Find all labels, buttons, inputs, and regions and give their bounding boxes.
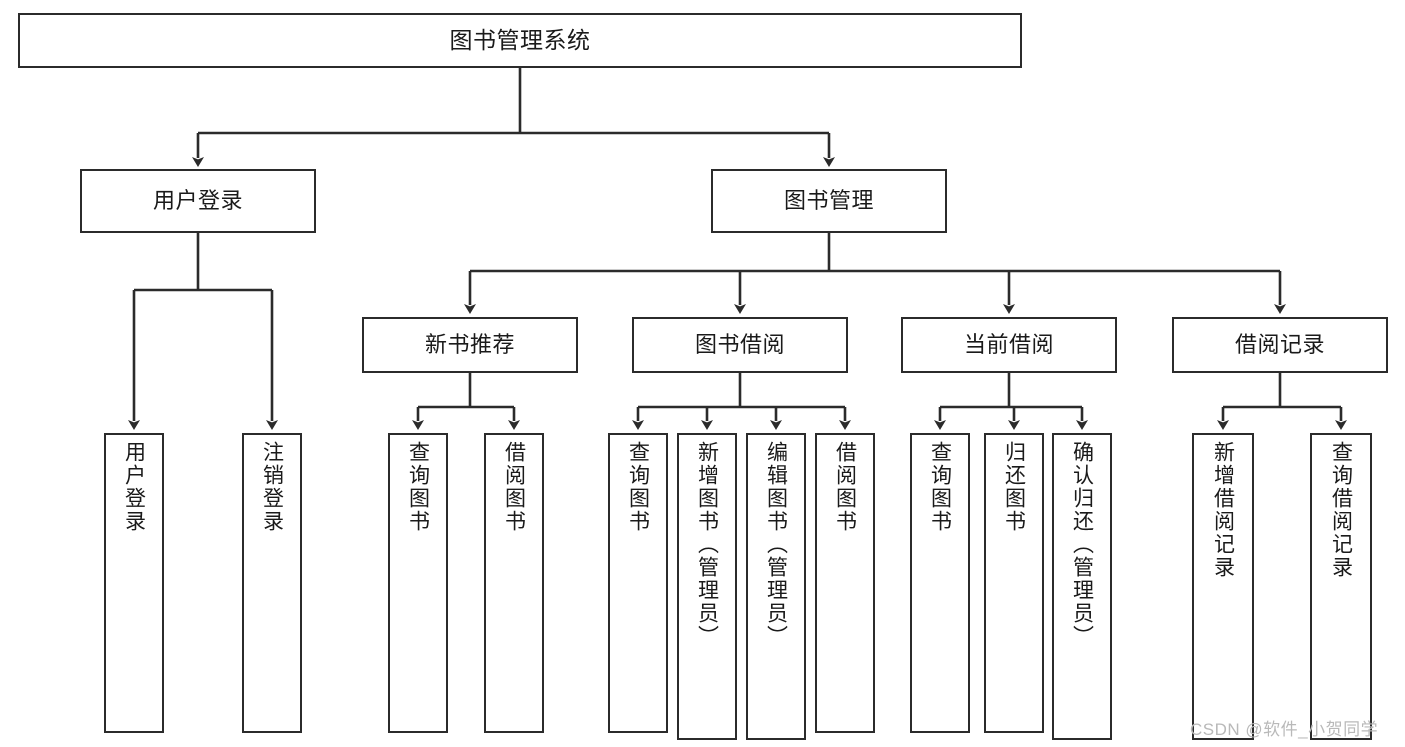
node-label: 归还图书 bbox=[1002, 441, 1026, 533]
node-label: 查询图书 bbox=[928, 441, 952, 533]
node-label: 借阅图书 bbox=[502, 441, 526, 533]
node-label: 借阅记录 bbox=[1234, 332, 1325, 358]
node-label: 查询图书 bbox=[626, 441, 650, 533]
node-label: 用户登录 bbox=[152, 188, 243, 214]
node-label: 新书推荐 bbox=[424, 332, 515, 358]
node-root[interactable]: 图书管理系统 bbox=[18, 13, 1022, 68]
node-leaf-add-borrow-record[interactable]: 新增借阅记录 bbox=[1192, 433, 1254, 740]
node-label: 图书管理 bbox=[783, 188, 874, 214]
csdn-watermark: CSDN @软件_小贺同学 bbox=[1190, 720, 1379, 739]
node-label: 用户登录 bbox=[122, 441, 146, 533]
node-leaf-edit-book-admin[interactable]: 编辑图书（管理员） bbox=[746, 433, 806, 740]
node-label: 图书管理系统 bbox=[449, 27, 591, 54]
node-label: 图书借阅 bbox=[694, 332, 785, 358]
node-leaf-query-book-recommend[interactable]: 查询图书 bbox=[388, 433, 448, 733]
node-level2-user-login[interactable]: 用户登录 bbox=[80, 169, 316, 233]
node-leaf-user-login[interactable]: 用户登录 bbox=[104, 433, 164, 733]
node-label: 新增图书（管理员） bbox=[695, 441, 719, 648]
node-leaf-logout[interactable]: 注销登录 bbox=[242, 433, 302, 733]
node-level3-borrow-record[interactable]: 借阅记录 bbox=[1172, 317, 1388, 373]
node-level3-book-borrow[interactable]: 图书借阅 bbox=[632, 317, 848, 373]
node-label: 确认归还（管理员） bbox=[1070, 441, 1094, 648]
node-label: 编辑图书（管理员） bbox=[764, 441, 788, 648]
node-level3-current-borrow[interactable]: 当前借阅 bbox=[901, 317, 1117, 373]
node-label: 新增借阅记录 bbox=[1211, 441, 1235, 579]
node-leaf-borrow-book-recommend[interactable]: 借阅图书 bbox=[484, 433, 544, 733]
node-label: 查询借阅记录 bbox=[1329, 441, 1353, 579]
node-label: 借阅图书 bbox=[833, 441, 857, 533]
node-leaf-add-book-admin[interactable]: 新增图书（管理员） bbox=[677, 433, 737, 740]
node-leaf-confirm-return-admin[interactable]: 确认归还（管理员） bbox=[1052, 433, 1112, 740]
node-label: 注销登录 bbox=[260, 441, 284, 533]
node-level3-new-book-recommend[interactable]: 新书推荐 bbox=[362, 317, 578, 373]
node-label: 查询图书 bbox=[406, 441, 430, 533]
node-leaf-query-book-borrow[interactable]: 查询图书 bbox=[608, 433, 668, 733]
node-leaf-query-borrow-record[interactable]: 查询借阅记录 bbox=[1310, 433, 1372, 740]
node-leaf-query-book-current[interactable]: 查询图书 bbox=[910, 433, 970, 733]
node-leaf-borrow-book[interactable]: 借阅图书 bbox=[815, 433, 875, 733]
node-level2-book-management[interactable]: 图书管理 bbox=[711, 169, 947, 233]
node-leaf-return-book[interactable]: 归还图书 bbox=[984, 433, 1044, 733]
node-label: 当前借阅 bbox=[963, 332, 1054, 358]
